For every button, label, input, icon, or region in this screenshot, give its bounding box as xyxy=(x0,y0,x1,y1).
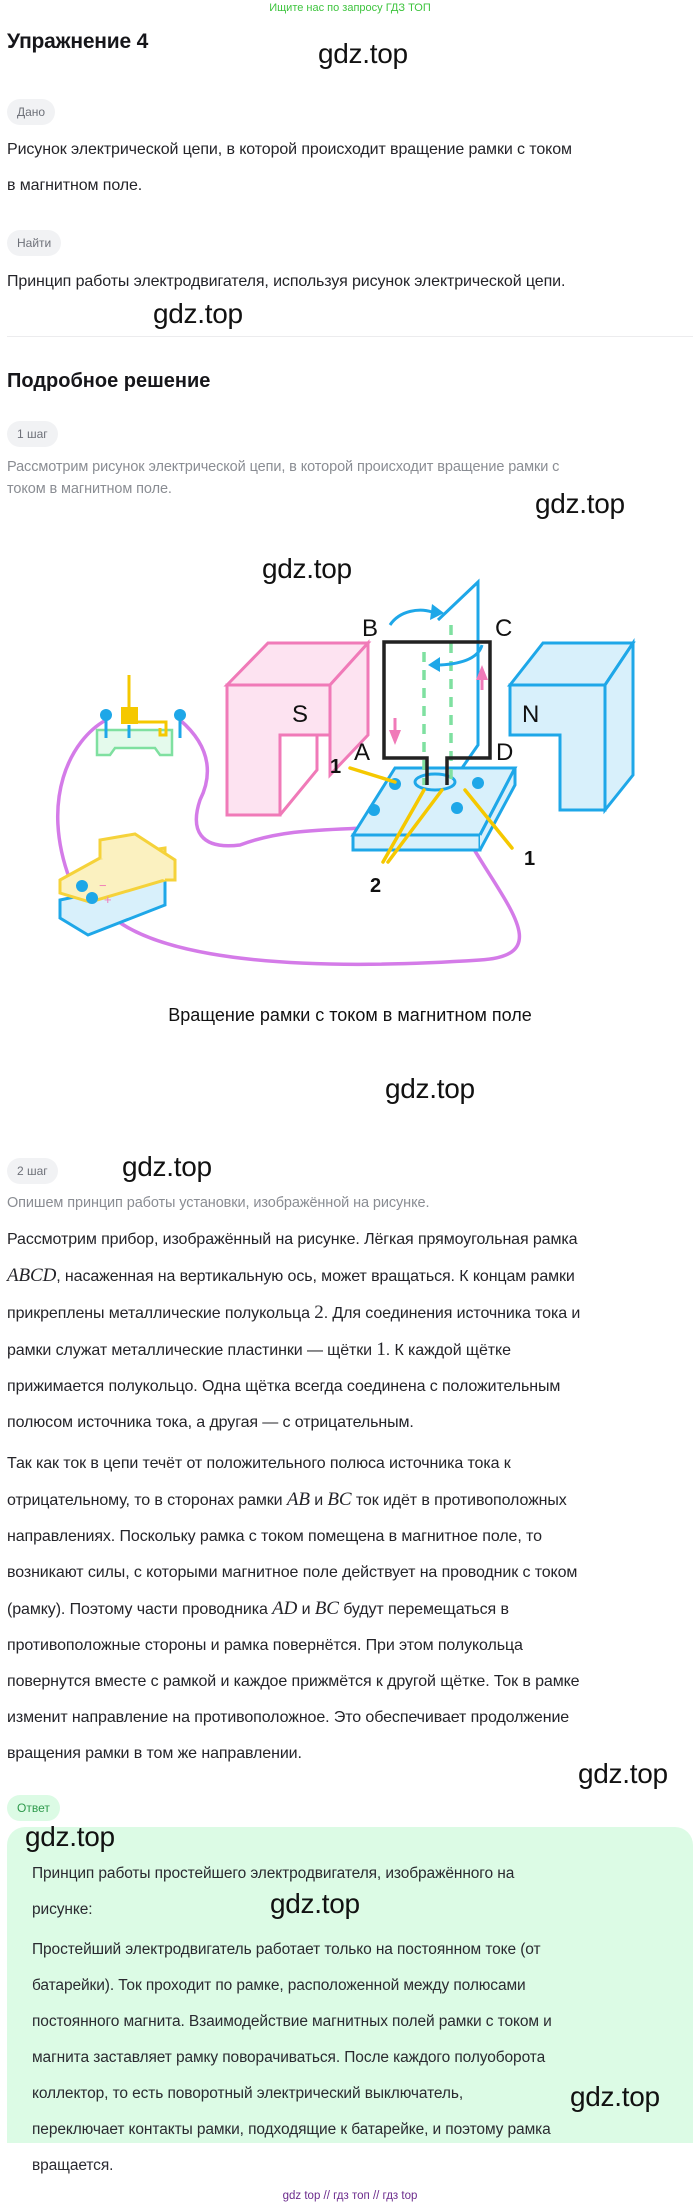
solution-heading: Подробное решение xyxy=(7,370,211,392)
find-text: Принцип работы электродвигателя, использ… xyxy=(7,273,566,290)
label-half-rings-2: 2 xyxy=(370,875,381,897)
north-magnet: N xyxy=(506,638,636,815)
brushes xyxy=(348,766,514,864)
svg-text:−: − xyxy=(99,878,107,893)
step2-subtitle: Опишем принцип работы установки, изображ… xyxy=(7,1195,430,1211)
footer-links[interactable]: gdz top // гдз топ // гдз top xyxy=(282,2190,418,2202)
watermark: gdz.top xyxy=(385,1073,475,1104)
search-hint-banner: Ищите нас по запросу ГДЗ ТОП xyxy=(269,2,431,14)
svg-text:+: + xyxy=(104,892,112,907)
current-frame xyxy=(382,640,492,785)
wire xyxy=(55,718,522,967)
given-text: Рисунок электрической цепи, в которой пр… xyxy=(7,141,572,194)
answer-body: Простейший электродвигатель работает тол… xyxy=(32,1941,552,2174)
answer-box xyxy=(7,1827,693,2143)
figure-caption: Вращение рамки с током в магнитном поле xyxy=(168,1005,532,1025)
watermark: gdz.top xyxy=(578,1758,668,1789)
watermark: gdz.top xyxy=(25,1821,115,1852)
step2-label: 2 шаг xyxy=(7,1158,58,1184)
label-S: S xyxy=(292,701,308,728)
watermark: gdz.top xyxy=(570,2081,660,2112)
section-divider xyxy=(7,336,693,337)
watermark: gdz.top xyxy=(153,298,243,329)
step2-paragraph-1: Рассмотрим прибор, изображённый на рисун… xyxy=(7,1231,581,1431)
label-D: D xyxy=(496,739,513,766)
answer-label: Ответ xyxy=(7,1795,60,1821)
label-N: N xyxy=(522,701,539,728)
step2-paragraph-2: Так как ток в цепи течёт от положительно… xyxy=(7,1455,580,1762)
step1-text: Рассмотрим рисунок электрической цепи, в… xyxy=(7,459,560,497)
switch xyxy=(95,675,186,757)
given-label: Дано xyxy=(7,99,56,125)
label-C: C xyxy=(495,615,512,642)
watermark: gdz.top xyxy=(535,488,625,519)
find-label: Найти xyxy=(7,230,62,256)
watermark: gdz.top xyxy=(270,1888,360,1919)
label-B: B xyxy=(362,615,378,642)
south-magnet: S xyxy=(223,639,372,817)
label-A: A xyxy=(354,739,370,766)
label-brush-1-right: 1 xyxy=(524,848,535,870)
motor-circuit-figure: − + S N xyxy=(55,578,636,967)
watermark: gdz.top xyxy=(122,1151,212,1182)
commutator-base xyxy=(350,766,518,852)
step1-label: 1 шаг xyxy=(7,421,58,447)
answer-intro: Принцип работы простейшего электродвигат… xyxy=(32,1865,515,1918)
watermark: gdz.top xyxy=(318,38,408,69)
watermark: gdz.top xyxy=(262,553,352,584)
page-title: Упражнение 4 xyxy=(7,30,149,53)
battery: − + xyxy=(58,832,177,937)
label-brush-1-left: 1 xyxy=(330,756,341,778)
